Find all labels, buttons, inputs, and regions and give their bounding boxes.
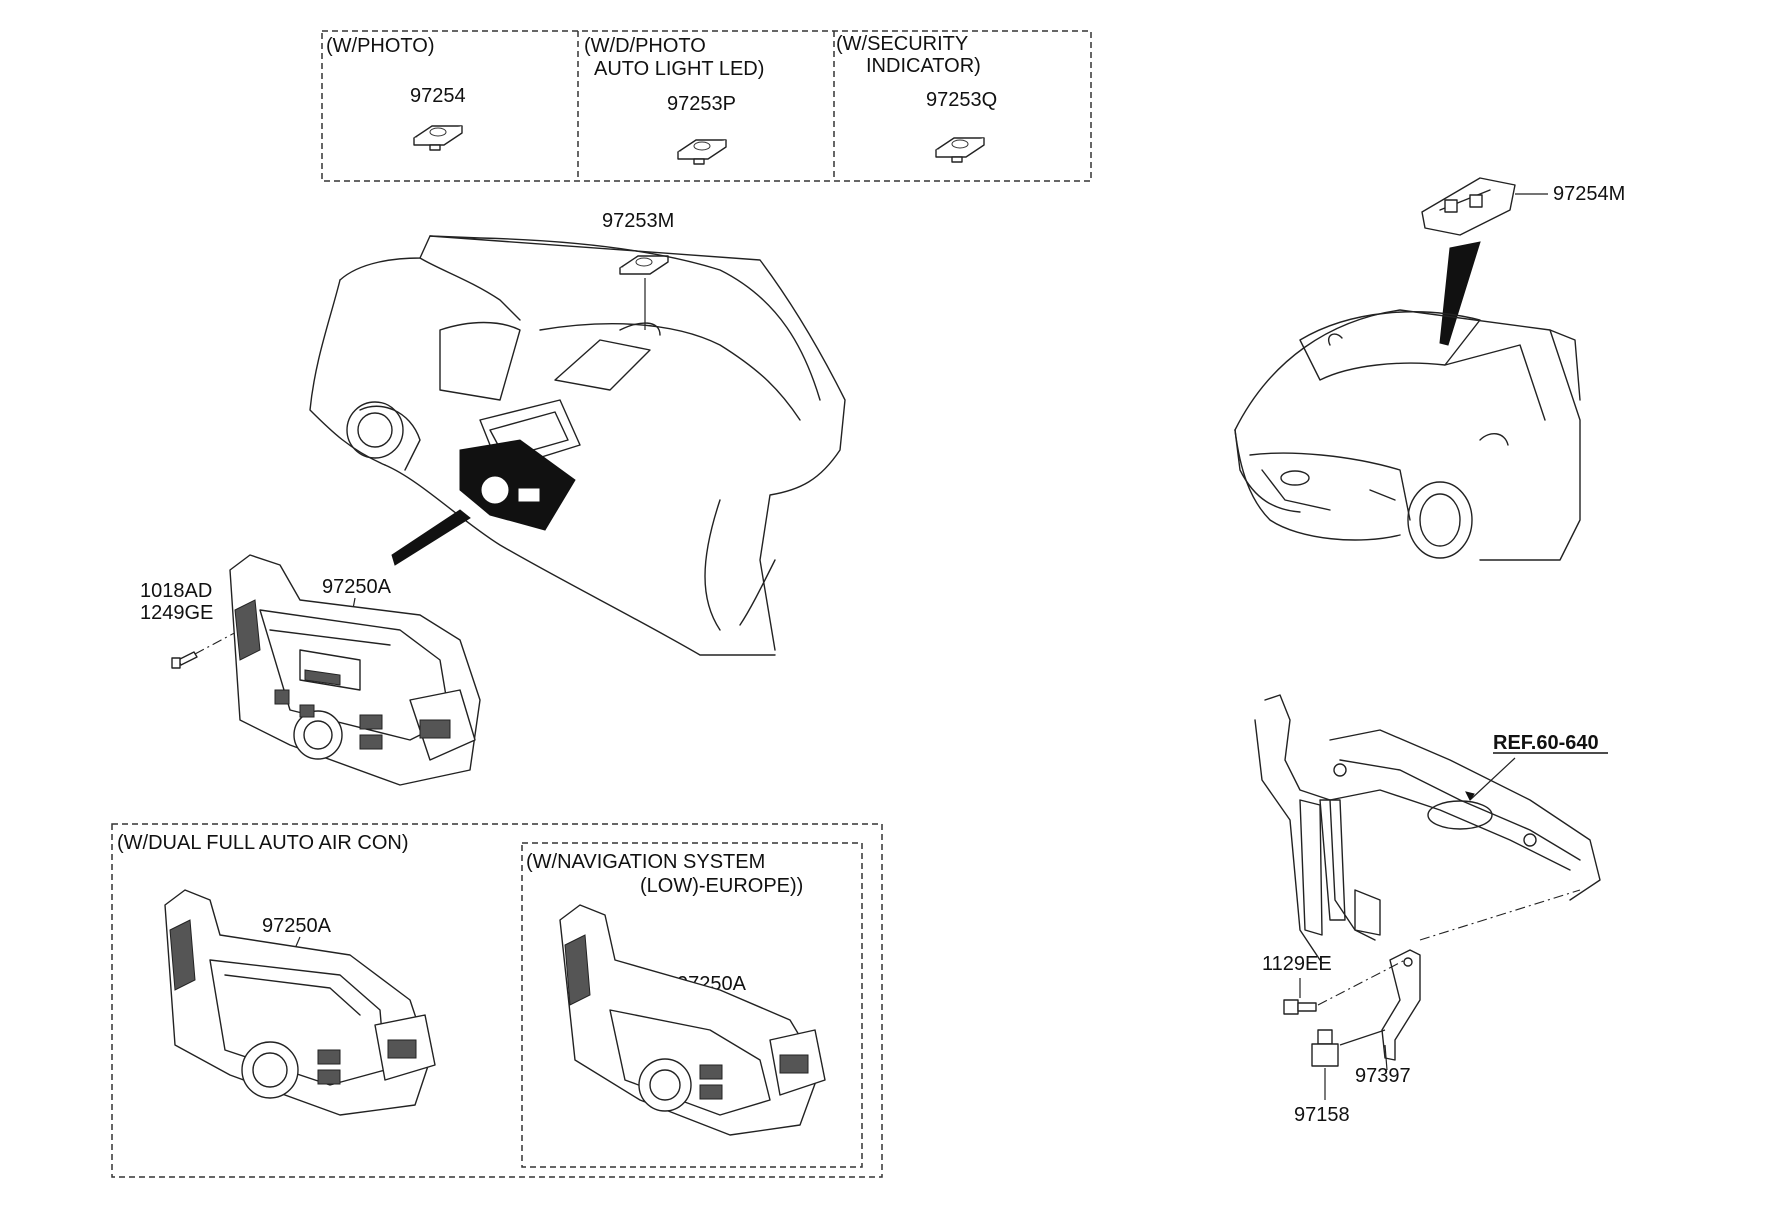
part-1129EE-label: 1129EE xyxy=(1262,953,1332,975)
part-97253M-label: 97253M xyxy=(602,210,674,232)
nav-control-icon xyxy=(559,904,826,1136)
heater-control-main: 97250A 1018AD 1249GE xyxy=(140,554,481,786)
front-carrier-illustration: REF.60-640 97397 1129EE xyxy=(1254,694,1608,1126)
bolt-icon xyxy=(1283,999,1317,1015)
part-97254M-label: 97254M xyxy=(1553,183,1625,205)
ambient-sensor-icon xyxy=(1311,1029,1339,1067)
car-illustration: 97254M xyxy=(1234,177,1625,561)
part-97253P-label: 97253P xyxy=(667,93,736,115)
dashboard-illustration: 97253M xyxy=(309,210,846,656)
dphoto-sensor-icon xyxy=(677,139,727,165)
windshield-sensor-icon xyxy=(1421,177,1516,236)
variant-dphoto-title-1: (W/D/PHOTO xyxy=(584,35,706,57)
part-97254-label: 97254 xyxy=(410,85,466,107)
dash-sensor-icon xyxy=(619,255,669,275)
part-1018AD-label: 1018AD xyxy=(140,580,212,602)
part-97158-label: 97158 xyxy=(1294,1104,1350,1126)
variant-photo-title: (W/PHOTO) xyxy=(326,35,435,57)
variant-security-title-1: (W/SECURITY xyxy=(836,33,968,55)
ref-label: REF.60-640 xyxy=(1493,732,1599,754)
variant-dphoto-title-2: AUTO LIGHT LED) xyxy=(594,58,764,80)
part-97397-label: 97397 xyxy=(1355,1065,1411,1087)
variant-nav-title-2: (LOW)-EUROPE)) xyxy=(640,875,803,897)
part-97250A-main-label: 97250A xyxy=(322,576,392,598)
dual-auto-control-icon xyxy=(164,889,436,1116)
bottom-variant-box: (W/DUAL FULL AUTO AIR CON) 97250A (W/NAV… xyxy=(111,823,883,1178)
part-1249GE-label: 1249GE xyxy=(140,602,213,624)
screw-icon xyxy=(171,651,198,669)
top-variant-box: (W/PHOTO) 97254 (W/D/PHOTO AUTO LIGHT LE… xyxy=(321,30,1092,182)
photo-sensor-icon xyxy=(413,125,463,151)
security-sensor-icon xyxy=(935,137,985,163)
variant-nav-title-1: (W/NAVIGATION SYSTEM xyxy=(526,851,765,873)
variant-dual-title: (W/DUAL FULL AUTO AIR CON) xyxy=(117,832,409,854)
part-97250A-dual-label: 97250A xyxy=(262,915,332,937)
variant-security-title-2: INDICATOR) xyxy=(866,55,981,77)
part-97253Q-label: 97253Q xyxy=(926,89,997,111)
